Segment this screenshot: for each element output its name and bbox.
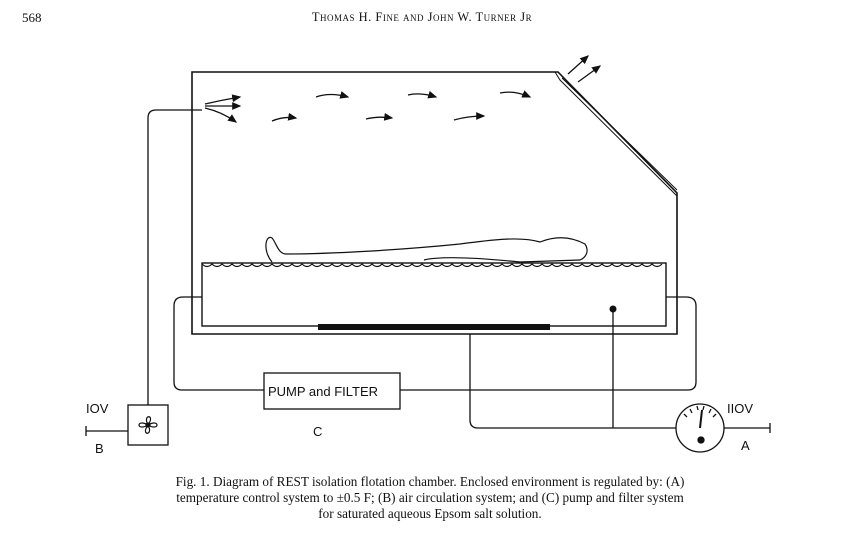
- pump-filter-label: PUMP and FILTER: [268, 384, 378, 399]
- system-a-label: A: [741, 438, 750, 453]
- voltage-label-right: IIOV: [727, 401, 753, 416]
- air-circulation-system: [85, 109, 202, 446]
- system-c-label: C: [313, 424, 322, 439]
- system-b-label: B: [95, 441, 104, 456]
- voltage-label-left: IOV: [86, 401, 109, 416]
- water-surface: [201, 263, 663, 268]
- air-flow-arrows: [204, 55, 602, 123]
- chamber-outline: [191, 71, 678, 335]
- running-head: Thomas H. Fine and John W. Turner Jr: [311, 10, 533, 24]
- page-number: 568: [22, 10, 42, 25]
- caption-line-3: for saturated aqueous Epsom salt solutio…: [318, 506, 542, 521]
- fan-icon: [138, 416, 158, 434]
- fan-box: [127, 404, 169, 446]
- figure-caption: Fig. 1. Diagram of REST isolation flotat…: [60, 474, 800, 522]
- caption-line-1: Fig. 1. Diagram of REST isolation flotat…: [175, 474, 685, 489]
- caption-line-2: temperature control system to ±0.5 F; (B…: [176, 490, 684, 505]
- solution-tank: [201, 262, 667, 330]
- pump-filter-box: [263, 372, 401, 410]
- heater-pad: [318, 324, 550, 330]
- temperature-control-system: [469, 309, 771, 453]
- floating-person: [265, 236, 588, 263]
- pump-filter-system: [173, 296, 697, 410]
